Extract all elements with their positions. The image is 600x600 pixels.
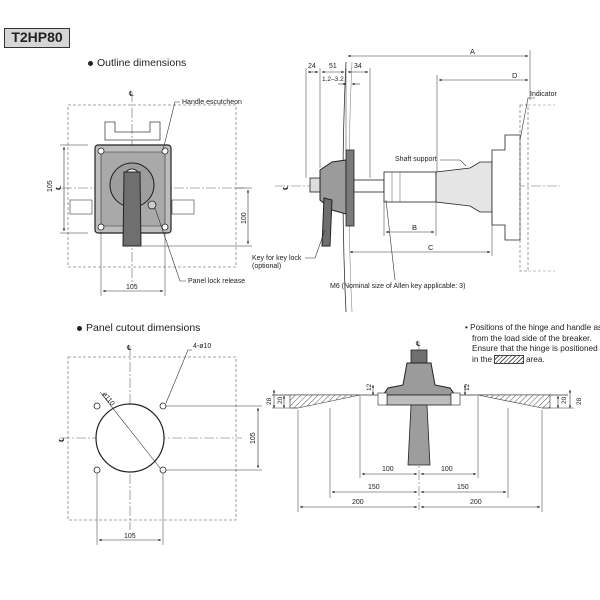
- cutout-dim-105-vertical-label: 105: [250, 432, 257, 444]
- m6-label: M6 (Nominal size of Allen key applicable…: [330, 283, 465, 290]
- cutout-circle: [95, 403, 165, 473]
- hinge-dim-150-left-label: 150: [368, 484, 380, 491]
- cutout-dim-105-horizontal-label: 105: [124, 533, 136, 540]
- hinge-dim-28-right-label: 28: [576, 397, 583, 405]
- handle-lever-side: [321, 197, 333, 247]
- key-lock-leader: [305, 229, 326, 259]
- dim-A-label: A: [470, 47, 475, 56]
- dim-100-label: 100: [241, 212, 248, 224]
- cutout-diameter-label: ø110: [100, 391, 115, 408]
- rotary-handle: [122, 171, 142, 247]
- hinge-dim-12-right-label: 12: [464, 383, 471, 391]
- outline-section-heading: Outline dimensions: [88, 57, 186, 69]
- model-badge: T2HP80: [4, 28, 70, 48]
- shaft-support-label: Shaft support: [395, 156, 437, 163]
- bullet-icon: [88, 60, 93, 66]
- centerline-symbol-cutout-left: ℄: [58, 437, 66, 442]
- screw-icon: [161, 223, 169, 231]
- top-mount-bracket: [104, 121, 161, 141]
- mounting-holes: [93, 402, 167, 474]
- shaft-top: [407, 404, 431, 466]
- hinge-note: • Positions of the hinge and handle as f…: [465, 323, 600, 365]
- left-mount-tab: [69, 199, 93, 215]
- outline-heading-text: Outline dimensions: [97, 57, 187, 69]
- drive-shaft: [353, 179, 385, 193]
- cutout-panel-outline: [67, 356, 237, 521]
- m6-leader: [385, 199, 396, 281]
- mounting-hole: [159, 466, 167, 474]
- indicator-leader: [519, 97, 535, 141]
- escutcheon-top: [386, 394, 452, 406]
- dim-C-label: C: [428, 243, 434, 252]
- note-line-4-pre: in the: [472, 354, 493, 364]
- centerline-symbol-left: ℄: [55, 185, 63, 190]
- screw-icon: [97, 147, 105, 155]
- note-line-4-post: area.: [526, 354, 545, 364]
- hinge-dim-12-left-label: 12: [366, 383, 373, 391]
- handle-top: [410, 349, 428, 364]
- note-line-1: • Positions of the hinge and handle as: [465, 323, 600, 332]
- side-view: ℄ Shaft support Indicator: [252, 47, 560, 313]
- shaft-support-leader: [440, 159, 467, 167]
- centerline-symbol-cutout-top: ℄: [127, 344, 132, 352]
- lock-release-leader: [154, 207, 186, 282]
- hinge-dim-20-right-label: 20: [561, 396, 568, 404]
- four-holes-label: 4-ø10: [193, 343, 211, 350]
- front-view: ℄ Handle escutcheon Panel lock release: [47, 90, 252, 296]
- mounting-hole: [93, 402, 101, 410]
- note-line-4: in the area.: [465, 355, 600, 366]
- hinge-area-left: [289, 394, 361, 409]
- hinge-view: ℄ 28 20 12 12: [266, 340, 583, 512]
- hinge-clip-right: [450, 392, 461, 406]
- dim-51-label: 51: [329, 63, 337, 70]
- shaft-support: [435, 161, 493, 213]
- dim-105-horizontal-label: 105: [126, 284, 138, 291]
- handle-escutcheon-label: Handle escutcheon: [182, 99, 242, 106]
- centerline-symbol-top: ℄: [129, 90, 134, 98]
- cutout-view: ℄ ℄ ø110 4-ø10 105 105: [58, 343, 262, 545]
- handle-body-top: [382, 362, 456, 396]
- hatch-legend-icon: [494, 354, 525, 364]
- hinge-dim-28-left-label: 28: [266, 397, 273, 405]
- bullet-icon: [77, 325, 82, 331]
- dim-34-label: 34: [354, 63, 362, 70]
- hinge-dim-100-right-label: 100: [441, 466, 453, 473]
- hinge-dim-150-right-label: 150: [457, 484, 469, 491]
- dim-24-label: 24: [308, 63, 316, 70]
- hinge-dim-20-left-label: 20: [277, 396, 284, 404]
- dim-105-vertical-label: 105: [47, 180, 54, 192]
- centerline-symbol-side: ℄: [282, 185, 290, 190]
- hinge-dim-200-right-label: 200: [470, 499, 482, 506]
- escutcheon-side: [345, 149, 355, 227]
- centerline-symbol-hinge: ℄: [416, 340, 421, 348]
- screw-icon: [161, 147, 169, 155]
- hinge-clip-left: [377, 392, 388, 406]
- breaker-outline: [519, 104, 529, 272]
- escutcheon-leader: [162, 101, 180, 151]
- panel-lock-release-icon: [147, 200, 157, 210]
- diameter-leader: [99, 391, 161, 469]
- screw-icon: [97, 223, 105, 231]
- hinge-dim-200-left-label: 200: [352, 499, 364, 506]
- hinge-dim-100-left-label: 100: [382, 466, 394, 473]
- hinge-area-right: [477, 394, 551, 409]
- key-lock-label: Key for key lock: [252, 255, 302, 262]
- key-lock-optional-label: (optional): [252, 263, 281, 270]
- cutout-heading-text: Panel cutout dimensions: [86, 322, 201, 334]
- dim-panel-thickness-label: 1.2–3.2: [322, 76, 344, 83]
- right-mount-tab: [171, 199, 195, 215]
- note-line-3: Ensure that the hinge is positioned: [472, 344, 598, 353]
- breaker-mechanism: [491, 134, 521, 241]
- indicator-label: Indicator: [530, 91, 558, 98]
- dim-B-label: B: [412, 223, 417, 232]
- note-line-2: from the load side of the breaker.: [472, 333, 592, 343]
- cutout-section-heading: Panel cutout dimensions: [77, 322, 200, 334]
- panel-lock-release-label: Panel lock release: [188, 278, 245, 285]
- mounting-hole: [159, 402, 167, 410]
- holes-leader: [165, 349, 192, 404]
- mounting-hole: [93, 466, 101, 474]
- dim-D-label: D: [512, 71, 518, 80]
